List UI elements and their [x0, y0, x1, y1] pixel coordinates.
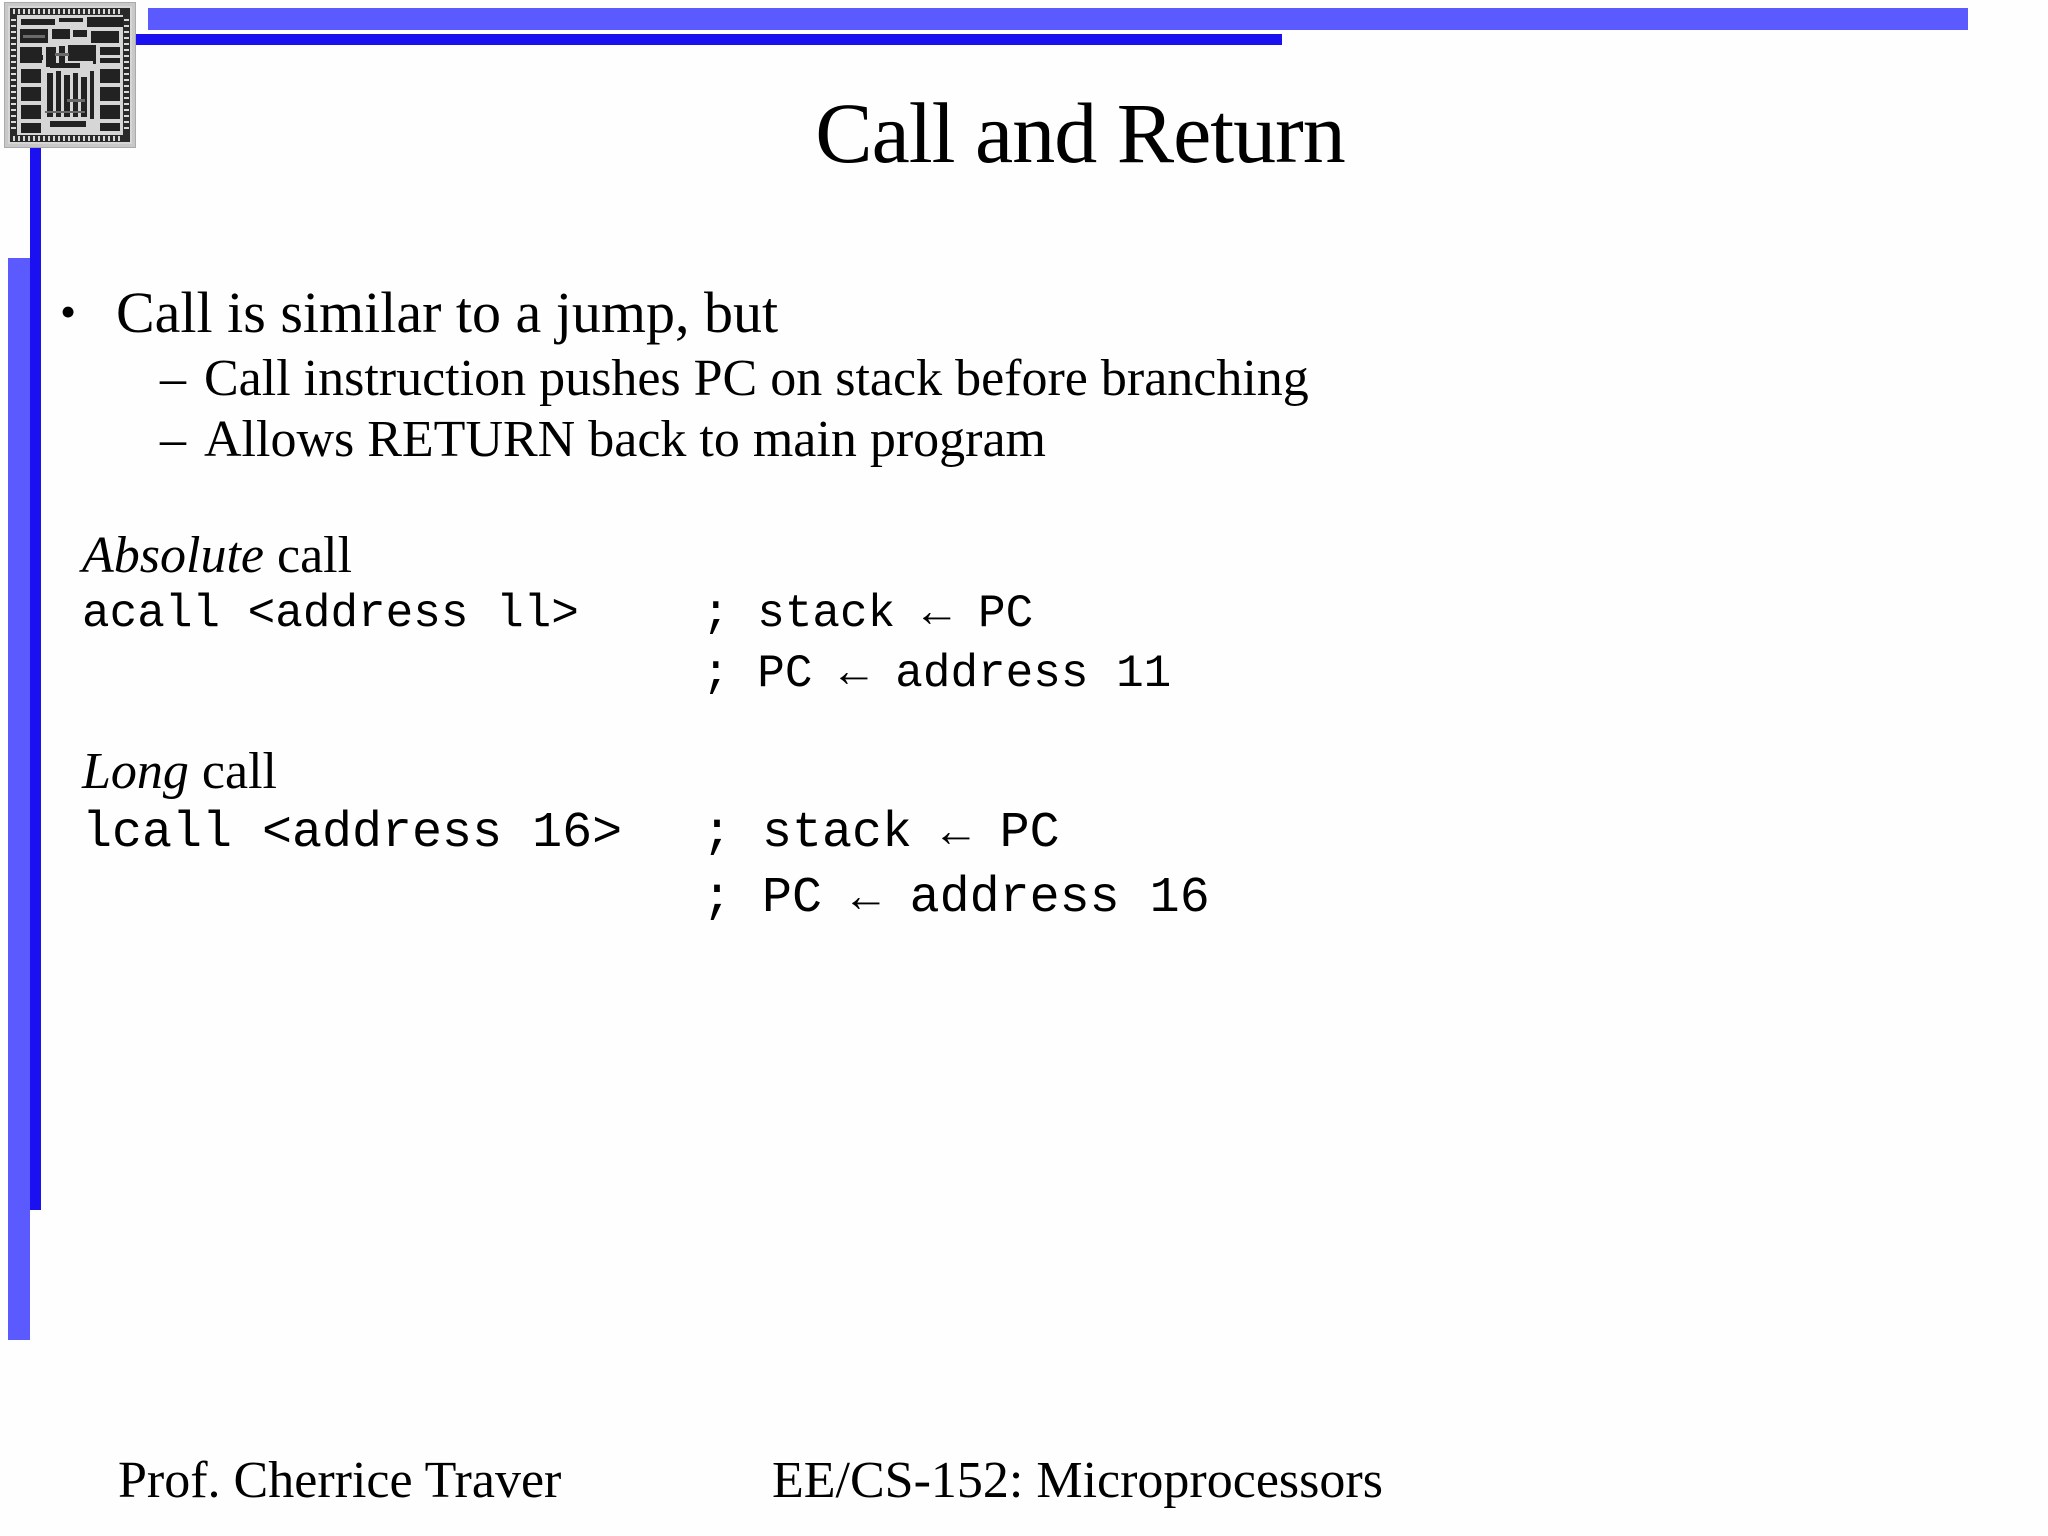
code-line: ; PC ← address 11 [82, 645, 2020, 705]
code-comment-post: PC [950, 588, 1034, 641]
code-comment-post: address 11 [867, 648, 1172, 701]
left-arrow-icon: ← [840, 648, 868, 701]
slide-footer: Prof. Cherrice Traver EE/CS-152: Micropr… [0, 1452, 2048, 1532]
sub-bullet-item: – Allows RETURN back to main program [160, 410, 2020, 469]
sub-bullet-text: Call instruction pushes PC on stack befo… [204, 349, 1309, 407]
spacer [60, 471, 2020, 489]
slide-title: Call and Return [815, 85, 1346, 181]
decor-band-left [8, 258, 30, 1340]
code-comment: ; PC ← address 11 [702, 645, 1171, 705]
bullet-item: • Call is similar to a jump, but [60, 280, 2020, 345]
left-arrow-icon: ← [942, 808, 970, 861]
code-comment-post: PC [969, 805, 1060, 863]
sub-bullet-item: – Call instruction pushes PC on stack be… [160, 349, 2020, 408]
decor-band-top [148, 8, 1968, 30]
section-heading-emphasis: Long [82, 742, 189, 800]
sub-bullet-marker-icon: – [160, 349, 186, 407]
code-operation: lcall <address 16> [82, 805, 623, 863]
code-comment: ; stack ← PC [702, 585, 1033, 645]
section-heading-long: Long call [82, 743, 2020, 801]
code-comment: ; stack ← PC [702, 801, 1060, 866]
section-heading-rest: call [263, 527, 353, 585]
bullet-marker-icon: • [60, 286, 77, 337]
footer-presenter: Prof. Cherrice Traver [118, 1452, 562, 1509]
microprocessor-die-photo-icon [4, 2, 136, 148]
code-line: lcall <address 16> ; stack ← PC [82, 801, 2020, 866]
section-heading-absolute: Absolute call [82, 527, 2020, 585]
footer-course: EE/CS-152: Microprocessors [772, 1452, 1383, 1509]
sub-bullet-marker-icon: – [160, 410, 186, 468]
code-comment-pre: ; stack [702, 805, 943, 863]
section-heading-rest: call [188, 742, 277, 800]
code-comment-post: address 16 [879, 870, 1210, 928]
section-heading-emphasis: Absolute [82, 527, 264, 585]
sub-bullet-text: Allows RETURN back to main program [204, 410, 1046, 468]
code-comment-pre: ; PC [702, 648, 841, 701]
bullet-text: Call is similar to a jump, but [116, 280, 779, 345]
code-comment-pre: ; stack [702, 588, 923, 641]
slide-body: • Call is similar to a jump, but – Call … [60, 280, 2020, 931]
left-arrow-icon: ← [922, 588, 951, 641]
decor-line-horizontal [130, 34, 1282, 45]
code-line: acall <address ll> ; stack ← PC [82, 585, 2020, 645]
code-comment-pre: ; PC [702, 870, 853, 928]
decor-line-vertical [30, 140, 41, 1210]
code-operation: acall <address ll> [82, 588, 579, 641]
left-arrow-icon: ← [852, 873, 880, 926]
code-line: ; PC ← address 16 [82, 866, 2020, 931]
code-comment: ; PC ← address 16 [702, 866, 1210, 931]
